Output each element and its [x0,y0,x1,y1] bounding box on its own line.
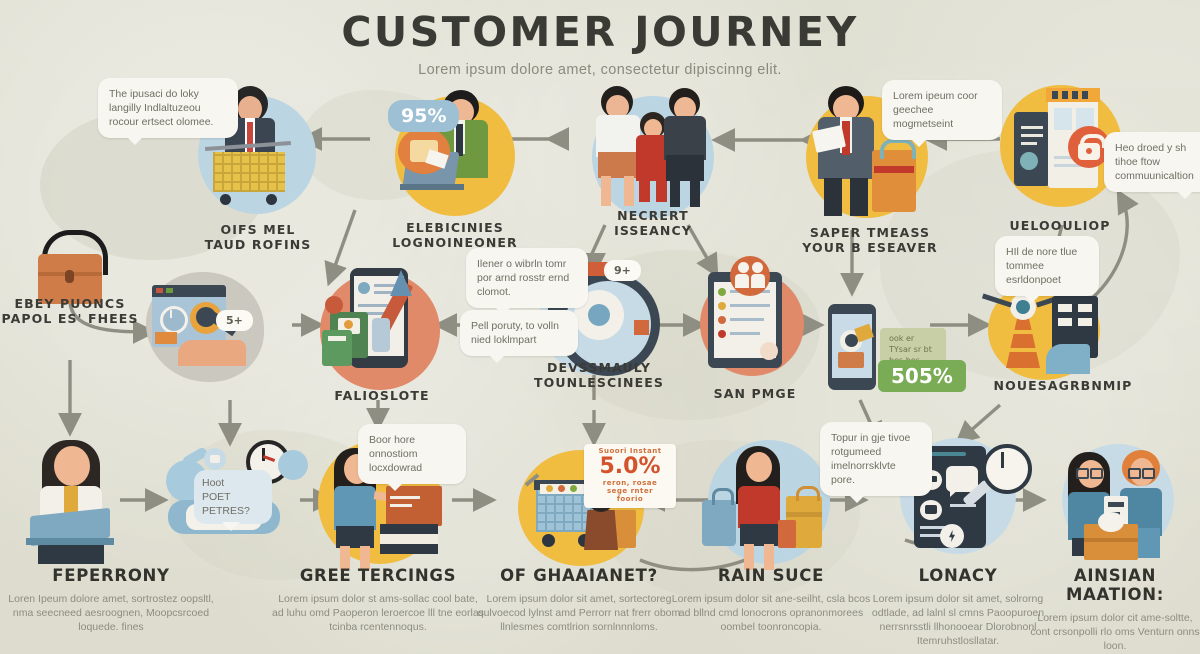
caption-title: RAIN SUCE [717,566,825,585]
bubble-support: HIl de nore tlue tommee esrldonpoet [995,236,1099,303]
caption-research: GREE TERCINGS Lorem ipsum dolor st ams-s… [272,566,484,634]
caption-body: Lorem ipsum dolor sit amet, solrorng odt… [871,593,1045,647]
node-label-mobile-order: FALIOSLOTE [334,388,430,403]
caption-title: LONACY [918,566,998,585]
caption-delivery: RAIN SUCE Lorem ipsum dolor sit ane-seil… [668,566,874,634]
caption-body: Lorem ipsum dolor cit ame-soltte, cont c… [1030,612,1200,652]
bubble-delivery: Lorem ipeum coor geechee mogmetseint [882,80,1002,147]
caption-title: OF GHAAIANET? [500,566,658,585]
caption-title: FEPERRONY [52,566,170,585]
caption-loyalty: LONACY Lorem ipsum dolor sit amet, solro… [856,566,1060,648]
bubble-security: Heo droed y sh tihoe ftow commuunicaltio… [1104,132,1200,199]
node-label-secure-checkout: UELOOULIOP [1009,218,1111,233]
bubble-knowledge: Boor hore onnostiom locxdowrad [358,424,466,491]
bubble-awareness: The ipusaci do loky langilly Indlaltuzeo… [98,78,238,145]
badge-discount-top: Suoori Instant [598,447,662,455]
node-label-tablet-list: SAN PMGE [713,386,797,401]
badge-growth: 505% [878,360,966,392]
caption-awareness: FEPERRONY Loren Ipeum dolore amet, sortr… [0,566,222,634]
badge-satisfaction: 95% [388,100,460,132]
badge-reviews: 5+ [216,310,253,331]
bubble-compare: Pell poruty, to volln nied loklmpart [460,310,578,363]
bubble-loyalty: Topur in gje tivoe rotgumeed imelnorrskl… [820,422,932,503]
caption-title: AINSIAN MAATION: [1065,566,1165,604]
caption-body: Lorem ipsum dolor st ams-sollac cool bat… [272,593,484,633]
caption-body: Loren Ipeum dolore amet, sortrostez oops… [8,593,214,633]
caption-body: Lorem ipsum dolor sit amet, sortectoreg … [477,593,681,633]
header: CUSTOMER JOURNEY Lorem ipsum dolore amet… [0,0,1200,78]
caption-title: GREE TERCINGS [299,566,457,585]
bubble-research: Ilener o wibrln tomr por arnd rosstr ern… [466,248,588,315]
page-title: CUSTOMER JOURNEY [341,8,859,56]
node-label-family-group: NECRERT ISSEANCY [614,208,692,238]
badge-rating: 9+ [604,260,641,281]
node-label-broadcast-tower: NOUESAGRBNMIP [993,378,1133,393]
caption-purchase: OF GHAAIANET? Lorem ipsum dolor sit amet… [474,566,684,634]
page-subtitle: Lorem ipsum dolore amet, consectetur dip… [418,62,782,78]
caption-body: Lorem ipsum dolor sit ane-seilht, csla b… [671,593,871,633]
caption-advocacy: AINSIAN MAATION: Lorem ipsum dolor cit a… [1030,566,1200,653]
badge-discount-value: 5.0% [599,454,661,479]
badge-discount: Suoori Instant 5.0% reron, rosae sege rn… [584,444,676,508]
badge-discount-bottom: reron, rosae sege rnter foorio [602,479,658,503]
